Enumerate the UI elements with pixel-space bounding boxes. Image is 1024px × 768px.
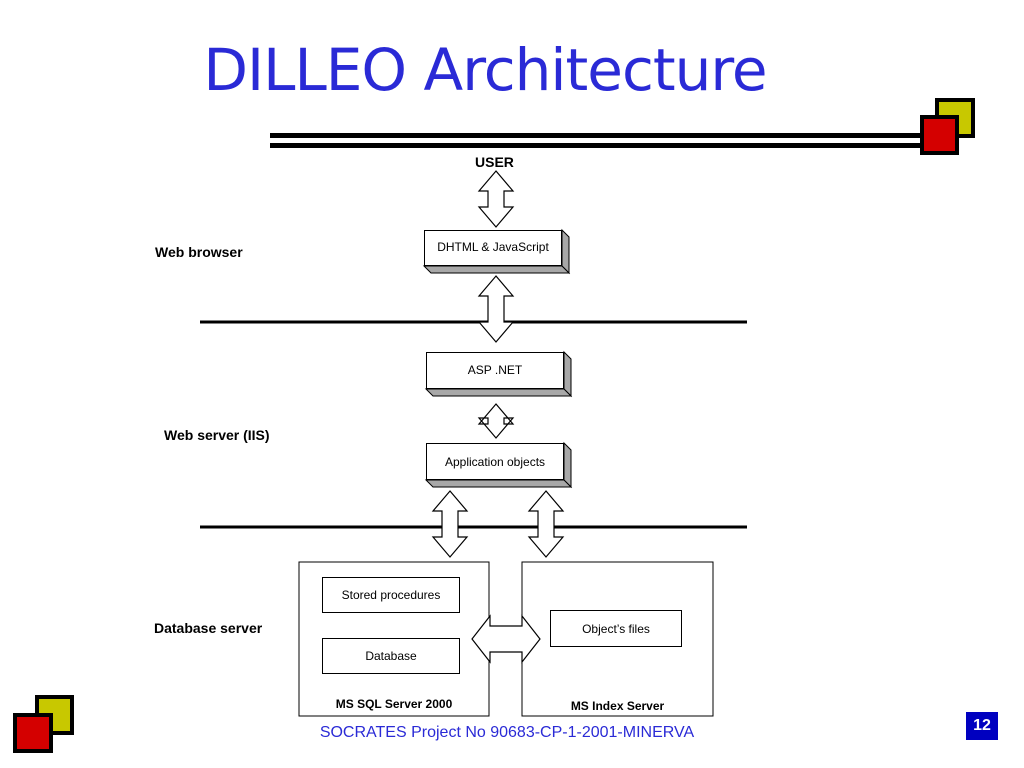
dhtml-javascript-box-shadow-bottom <box>422 265 571 274</box>
top-right-decor-squares <box>920 98 975 155</box>
tier-label-web-server: Web server (IIS) <box>164 427 270 443</box>
tier-label-web-browser: Web browser <box>155 244 243 260</box>
database-box: Database <box>322 638 460 674</box>
arrow-asp-to-app-objects <box>477 403 515 439</box>
horizontal-double-arrow <box>471 614 541 664</box>
arrow-app-objects-to-sql <box>431 490 469 558</box>
title-underline <box>270 133 930 148</box>
dhtml-javascript-box: DHTML & JavaScript <box>424 230 562 266</box>
slide-footer: SOCRATES Project No 90683-CP-1-2001-MINE… <box>319 724 695 741</box>
asp-net-box: ASP .NET <box>426 352 564 389</box>
stored-procedures-box: Stored procedures <box>322 577 460 613</box>
sql-server-label: MS SQL Server 2000 <box>335 697 453 711</box>
user-label: USER <box>475 154 514 170</box>
objects-files-box: Object’s files <box>550 610 682 647</box>
arrow-app-objects-to-index <box>527 490 565 558</box>
arrow-dhtml-to-asp <box>477 275 515 343</box>
application-objects-box-shadow-bottom <box>424 479 573 488</box>
index-server-label: MS Index Server <box>570 699 665 713</box>
asp-net-box-shadow-bottom <box>424 388 573 397</box>
slide-title: DILLEO Architecture <box>203 36 767 104</box>
bottom-left-decor-squares <box>13 695 74 753</box>
page-number-badge: 12 <box>966 712 998 740</box>
arrow-user-to-dhtml <box>477 170 515 228</box>
tier-label-database-server: Database server <box>154 620 263 636</box>
application-objects-box: Application objects <box>426 443 564 480</box>
